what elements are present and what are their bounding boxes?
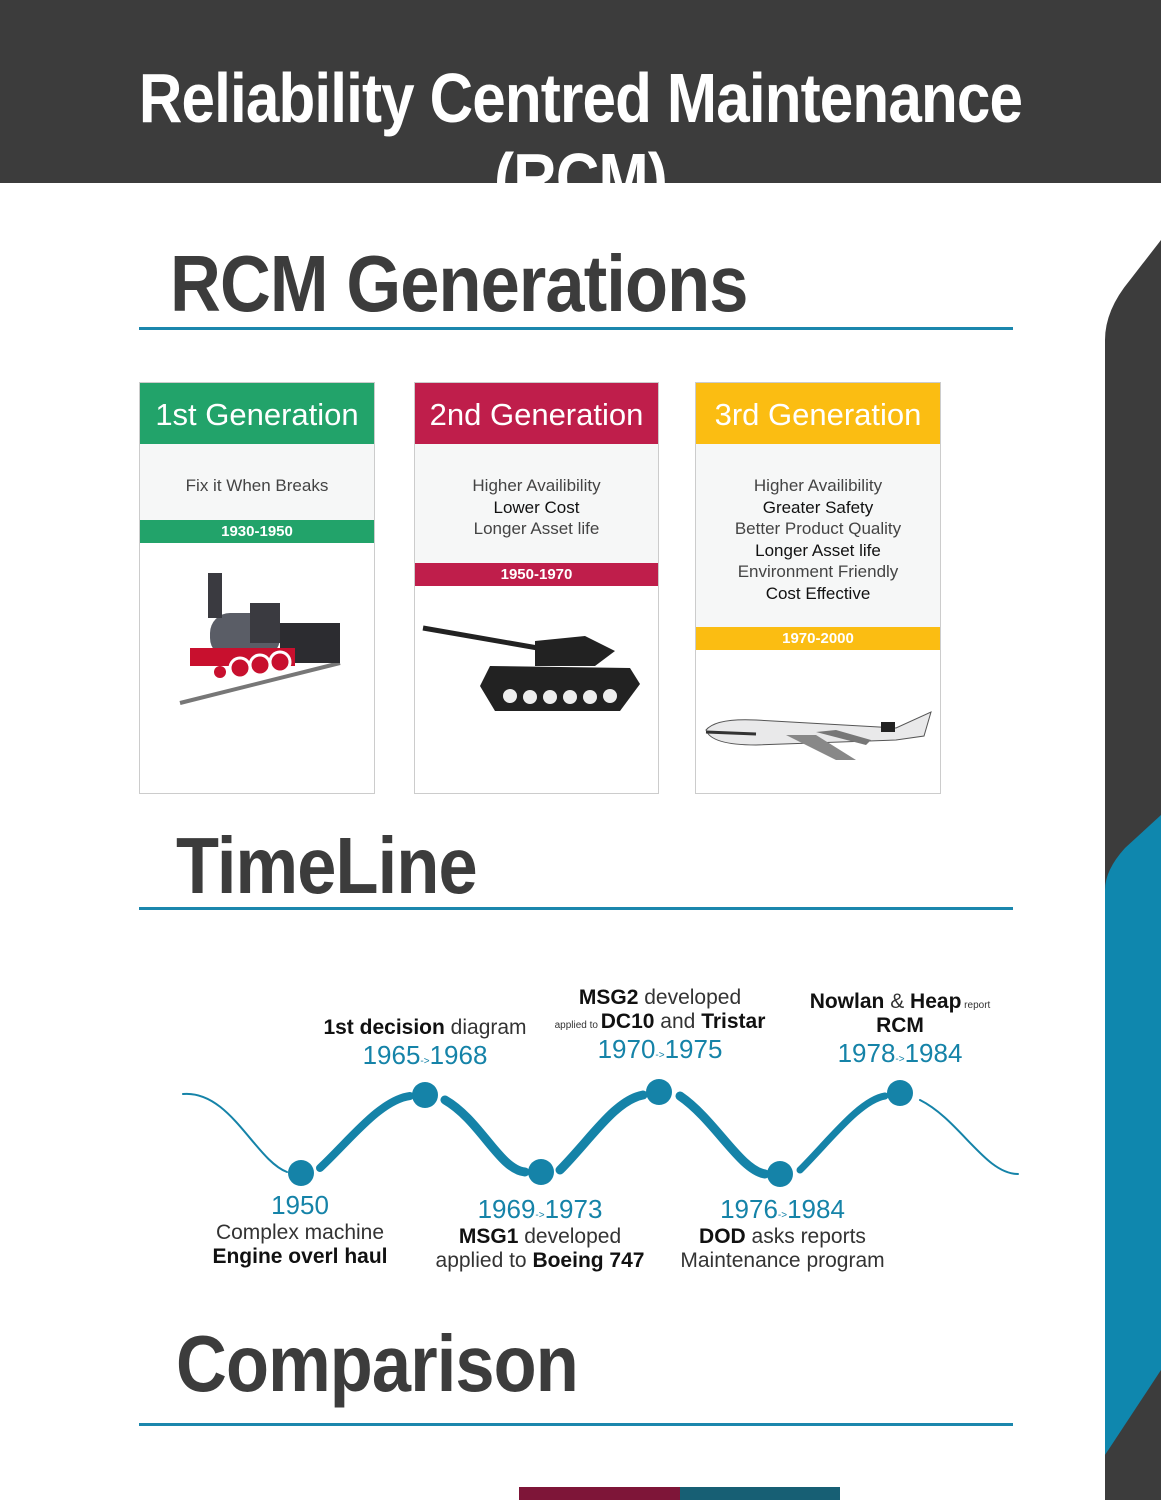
year-from: 1970 xyxy=(597,1034,656,1064)
event-text: applied to xyxy=(435,1249,533,1272)
event-year: 1950 xyxy=(271,1190,329,1220)
card-line: Longer Asset life xyxy=(755,540,881,560)
event-text: developed xyxy=(638,986,742,1009)
event-text: Complex machine xyxy=(215,1221,385,1244)
timeline-dot xyxy=(528,1159,554,1185)
event-text-bold: Tristar xyxy=(701,1010,766,1033)
card-title: 1st Generation xyxy=(140,383,374,444)
event-text-bold: Heap xyxy=(910,990,962,1013)
side-decoration xyxy=(1105,240,1161,1500)
year-from: 1978 xyxy=(837,1038,896,1068)
year-to: 1968 xyxy=(429,1040,488,1070)
event-text: and xyxy=(654,1010,702,1033)
year-to: 1984 xyxy=(787,1194,845,1224)
locomotive-image xyxy=(179,573,341,705)
timeline-dot xyxy=(767,1161,793,1187)
divider xyxy=(139,907,1013,910)
timeline-dot xyxy=(646,1079,672,1105)
event-text-bold: RCM xyxy=(876,1014,924,1037)
arrow: -> xyxy=(655,1050,665,1061)
period-badge: 1930-1950 xyxy=(140,520,374,543)
generation-card-1: 1st Generation Fix it When Breaks 1930-1… xyxy=(139,382,375,794)
card-line: Greater Safety xyxy=(762,497,874,517)
timeline-wave xyxy=(182,1079,1019,1187)
event-text-bold: Engine overl haul xyxy=(212,1245,388,1268)
event-text-bold: DC10 xyxy=(600,1010,655,1033)
timeline-event-1965: 1st decision diagram 1965->1968 xyxy=(300,1016,550,1071)
card-line: Better Product Quality xyxy=(734,519,902,539)
card-title: 3rd Generation xyxy=(696,383,940,444)
timeline-event-1970: MSG2 developed applied to DC10 and Trist… xyxy=(535,986,785,1065)
timeline-event-1969: 1969->1973 MSG1 developed applied to Boe… xyxy=(420,1194,660,1273)
event-text: developed xyxy=(518,1225,622,1248)
arrow: -> xyxy=(777,1210,788,1221)
timeline-dot xyxy=(887,1080,913,1106)
event-small-text: applied to xyxy=(554,1020,601,1031)
arrow: -> xyxy=(420,1056,430,1067)
event-text: Maintenance program xyxy=(680,1249,885,1272)
generation-card-3: 3rd Generation Higher Availibility Great… xyxy=(695,382,941,794)
event-text: diagram xyxy=(444,1016,527,1039)
section-title-comparison: Comparison xyxy=(176,1319,579,1408)
arrow: -> xyxy=(535,1210,545,1221)
timeline-event-1950: 1950 Complex machine Engine overl haul xyxy=(200,1190,400,1269)
timeline-event-1978: Nowlan & Heap report RCM 1978->1984 xyxy=(790,990,1010,1069)
year-to: 1973 xyxy=(544,1194,603,1224)
event-text-bold: MSG1 xyxy=(458,1225,519,1248)
event-text-bold: MSG2 xyxy=(578,986,639,1009)
event-text-bold: 1st decision xyxy=(323,1016,445,1039)
card-line: Fix it When Breaks xyxy=(185,476,329,495)
event-text: & xyxy=(884,990,911,1013)
tank-image xyxy=(422,625,640,711)
year-from: 1976 xyxy=(720,1194,778,1224)
card-line: Higher Availibility xyxy=(753,476,883,495)
card-title: 2nd Generation xyxy=(415,383,658,444)
timeline-event-1976: 1976->1984 DOD asks reports Maintenance … xyxy=(660,1194,905,1273)
card-line: Lower Cost xyxy=(493,497,580,517)
airplane-image xyxy=(705,711,932,760)
year-from: 1965 xyxy=(362,1040,421,1070)
event-text: asks reports xyxy=(745,1225,866,1248)
arrow: -> xyxy=(895,1054,905,1065)
card-line: Higher Availibility xyxy=(472,476,601,495)
card-line: Environment Friendly xyxy=(737,562,899,582)
event-small-text: report xyxy=(961,1000,991,1011)
year-to: 1984 xyxy=(904,1038,963,1068)
section-title-timeline: TimeLine xyxy=(176,821,478,910)
card-line: Longer Asset life xyxy=(473,519,600,539)
event-text-bold: Nowlan xyxy=(809,990,885,1013)
generation-card-2: 2nd Generation Higher Availibility Lower… xyxy=(414,382,659,794)
comparison-header-right xyxy=(680,1487,840,1500)
timeline-dot xyxy=(412,1082,438,1108)
event-text-bold: DOD xyxy=(699,1225,746,1248)
page-title: Reliability Centred Maintenance (RCM) xyxy=(138,59,1023,217)
period-badge: 1970-2000 xyxy=(696,627,940,650)
year-to: 1975 xyxy=(664,1034,723,1064)
comparison-header-left xyxy=(519,1487,680,1500)
header-bar xyxy=(0,0,1161,183)
section-title-generations: RCM Generations xyxy=(170,239,748,328)
period-badge: 1950-1970 xyxy=(415,563,658,586)
event-text-bold: Boeing 747 xyxy=(532,1249,645,1272)
card-line: Cost Effective xyxy=(765,583,871,603)
divider xyxy=(139,1423,1013,1426)
year-from: 1969 xyxy=(477,1194,536,1224)
timeline-dot xyxy=(288,1160,314,1186)
divider xyxy=(139,327,1013,330)
